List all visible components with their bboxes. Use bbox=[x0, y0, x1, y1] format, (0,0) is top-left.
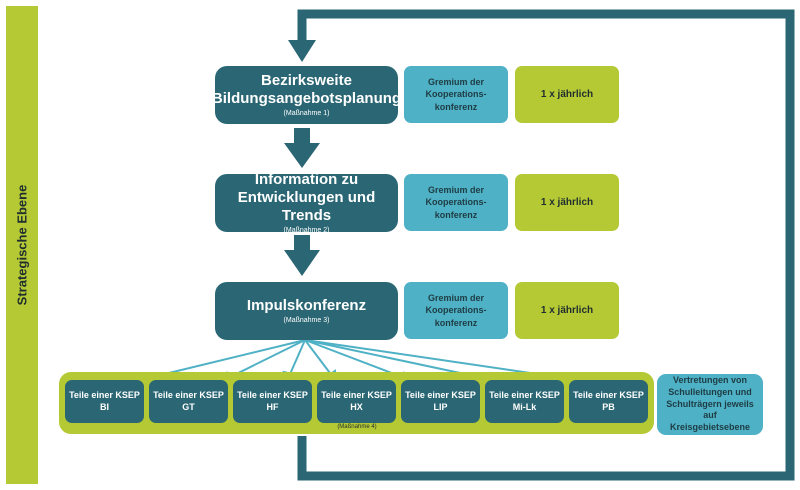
ksep-unit: BI bbox=[100, 401, 109, 412]
ksep-unit: HF bbox=[266, 401, 279, 412]
ksep-prefix: Teile einer KSEP bbox=[237, 389, 308, 400]
ksep-unit: PB bbox=[602, 401, 615, 412]
step-subtitle: (Maßnahme 3) bbox=[283, 316, 330, 324]
gremium-box-2: Gremium der Kooperations-konferenz bbox=[404, 174, 508, 231]
ksep-prefix: Teile einer KSEP bbox=[153, 389, 224, 400]
step-box-2: Information zu Entwicklungen und Trends … bbox=[215, 170, 398, 234]
frequency-box-3: 1 x jährlich bbox=[515, 282, 619, 339]
strategic-level-bar: Strategische Ebene bbox=[6, 6, 38, 484]
ksep-prefix: Teile einer KSEP bbox=[69, 389, 140, 400]
ksep-unit: Mi-Lk bbox=[512, 401, 537, 412]
frequency-label: 1 x jährlich bbox=[540, 89, 594, 100]
frequency-label: 1 x jährlich bbox=[540, 197, 594, 208]
gremium-box-3: Gremium der Kooperations-konferenz bbox=[404, 282, 508, 339]
feedback-loop-line bbox=[297, 9, 795, 481]
frequency-box-2: 1 x jährlich bbox=[515, 174, 619, 231]
ksep-unit: LIP bbox=[433, 401, 448, 412]
step-box-1: Bezirksweite Bildungsangebotsplanung (Ma… bbox=[211, 66, 402, 124]
ksep-prefix: Teile einer KSEP bbox=[573, 389, 644, 400]
down-arrow-2 bbox=[284, 235, 320, 276]
frequency-box-1: 1 x jährlich bbox=[515, 66, 619, 123]
step-title: Information zu Entwicklungen und Trends bbox=[237, 170, 376, 224]
ksep-prefix: Teile einer KSEP bbox=[405, 389, 476, 400]
representatives-label: Vertretungen von Schulleitungen und Schu… bbox=[666, 375, 754, 433]
ksep-subtitle: (Maßnahme 4) bbox=[337, 424, 377, 430]
step-box-3: Impulskonferenz (Maßnahme 3) bbox=[215, 282, 398, 340]
frequency-label: 1 x jährlich bbox=[540, 305, 594, 316]
step-title: Bezirksweite Bildungsangebotsplanung bbox=[211, 71, 402, 107]
gremium-label: Gremium der Kooperations-konferenz bbox=[425, 77, 487, 112]
ksep-prefix: Teile einer KSEP bbox=[489, 389, 560, 400]
down-arrow-1 bbox=[284, 128, 320, 168]
step-subtitle: (Maßnahme 1) bbox=[283, 109, 330, 117]
gremium-box-1: Gremium der Kooperations-konferenz bbox=[404, 66, 508, 123]
ksep-unit: GT bbox=[182, 401, 195, 412]
ksep-unit: HX bbox=[350, 401, 363, 412]
feedback-loop-arrowhead bbox=[288, 40, 316, 62]
gremium-label: Gremium der Kooperations-konferenz bbox=[425, 293, 487, 328]
step-title: Impulskonferenz bbox=[246, 296, 367, 314]
step-subtitle: (Maßnahme 2) bbox=[283, 226, 330, 234]
representatives-box: Vertretungen von Schulleitungen und Schu… bbox=[657, 374, 763, 435]
gremium-label: Gremium der Kooperations-konferenz bbox=[425, 185, 487, 220]
ksep-prefix: Teile einer KSEP bbox=[321, 389, 392, 400]
